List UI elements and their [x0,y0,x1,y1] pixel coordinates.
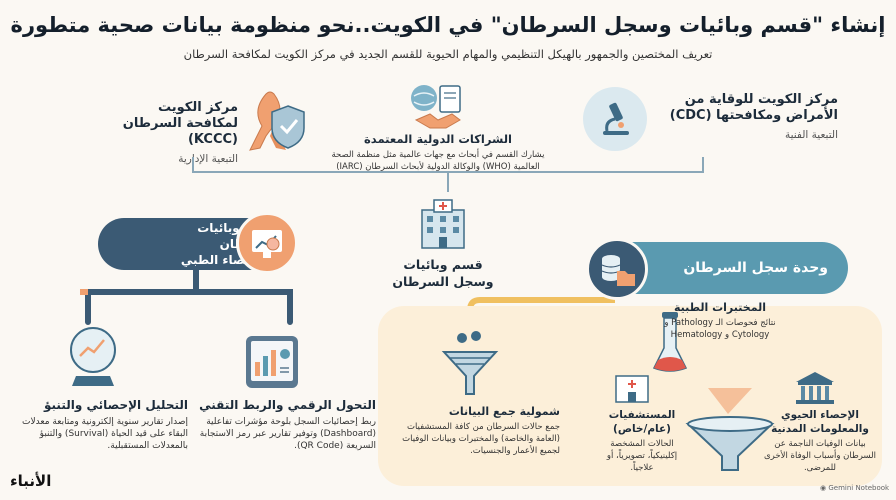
government-building-icon [792,370,838,406]
crystal-ball-icon [62,322,124,392]
ribbon-shield-icon [240,86,312,156]
cdc-subtitle: التبعية الفنية [784,129,838,141]
civil-title: الإحصاء الحيوي والمعلومات المدنية [771,409,869,435]
alanba-logo: الأنباء [10,472,52,490]
notebook-icon: ◉ [820,484,829,492]
labs-block: المختبرات الطبية نتائج فحوصات الـ Pathol… [656,300,784,341]
labs-title: المختبرات الطبية [674,301,766,314]
partners-desc: يشارك القسم في أبحاث مع جهات عالمية مثل … [331,150,545,172]
registry-unit-label: وحدة سجل السرطان [683,260,828,276]
collection-block: شمولية جمع البيانات جمع حالات السرطان من… [384,404,560,457]
gemini-notebook-mark: ◉ Gemini Notebook [820,484,890,492]
partners-block: الشراكات الدولية المعتمدة يشارك القسم في… [320,132,556,173]
partners-title: الشراكات الدولية المعتمدة [364,132,512,146]
microscope-icon [583,87,647,151]
hospital-building-icon [412,196,474,252]
digital-desc: ربط إحصائيات السجل بلوحة مؤشرات تفاعلية … [199,417,376,451]
civil-desc: بيانات الوفيات الناجمة عن السرطان وأسباب… [764,439,876,473]
hospitals-desc: الحالات المشخصة إكلينيكياً، تصويرياً، أو… [606,439,678,473]
digital-task: التحول الرقمي والربط التقني ربط إحصائيات… [196,398,376,452]
tablet-dashboard-icon [240,332,304,392]
analysis-desc: إصدار تقارير سنوية إلكترونية ومتابعة معد… [22,417,188,451]
analysis-task: التحليل الإحصائي والتنبؤ إصدار تقارير سن… [8,398,188,452]
kccc-block: مركز الكويت لمكافحة السرطان (KCCC) التبع… [108,100,238,166]
database-folder-icon [586,238,648,300]
collection-desc: جمع حالات السرطان من كافة المستشفيات (ال… [402,422,560,456]
notebook-label: Gemini Notebook [828,484,890,492]
hospitals-block: المستشفيات (عام/خاص) الحالات المشخصة إكل… [596,408,688,474]
brain-chart-icon [236,212,298,274]
handshake-globe-icon [406,80,468,132]
collection-funnel-icon [440,330,500,400]
test-tube-icon [648,308,692,374]
data-funnel-icon [682,384,778,474]
analysis-title: التحليل الإحصائي والتنبؤ [44,398,188,412]
page-title: إنشاء "قسم وبائيات وسجل السرطان" في الكو… [10,13,886,37]
digital-title: التحول الرقمي والربط التقني [199,398,376,412]
department-label: قسم وبائيات وسجل السرطان [392,257,494,289]
kccc-title: مركز الكويت لمكافحة السرطان (KCCC) [122,100,238,147]
labs-desc: نتائج فحوصات الـ Pathology و Cytology و … [664,318,776,340]
cdc-title: مركز الكويت للوقاية من الأمراض ومكافحتها… [669,92,838,123]
cdc-block: مركز الكويت للوقاية من الأمراض ومكافحتها… [648,92,838,142]
collection-title: شمولية جمع البيانات [448,405,560,418]
civil-block: الإحصاء الحيوي والمعلومات المدنية بيانات… [764,408,876,474]
page-subtitle: تعريف المختصين والجمهور بالهيكل التنظيمي… [183,47,713,61]
hospitals-title: المستشفيات (عام/خاص) [608,409,676,435]
small-hospital-icon [612,368,652,404]
